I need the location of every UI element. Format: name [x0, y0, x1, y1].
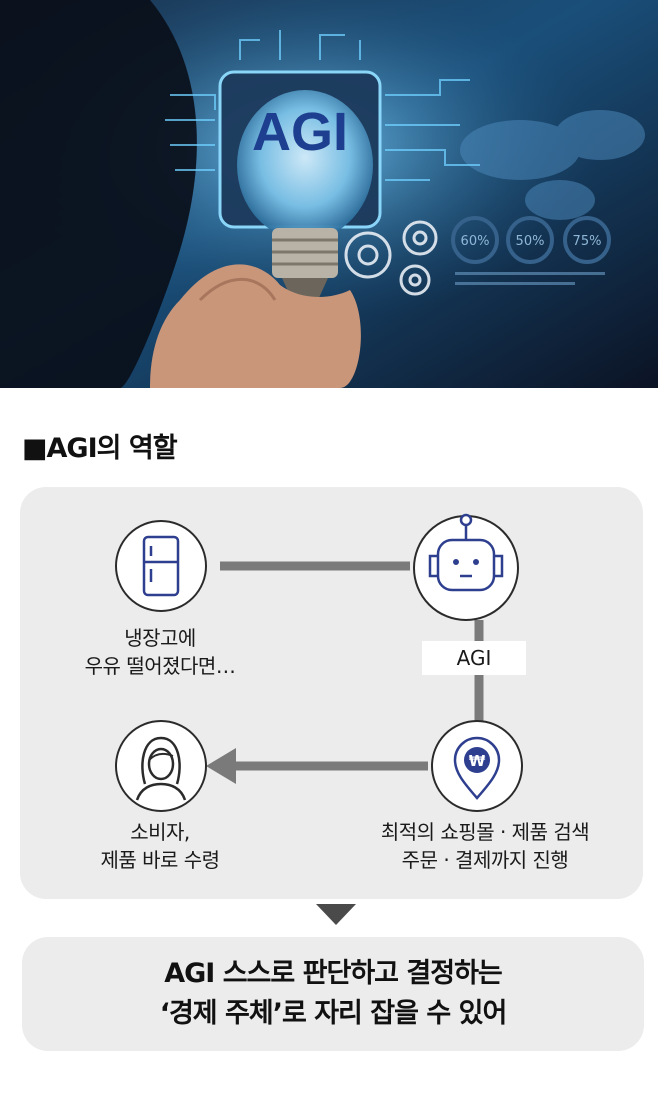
fridge-label-line1: 냉장고에 [124, 626, 196, 650]
hero-image: AGI 60% 50% 75% [0, 0, 658, 388]
woman-icon [135, 736, 187, 801]
arrowhead-to-consumer [206, 748, 236, 784]
gauge-1-text: 60% [461, 234, 490, 249]
section-title: ■AGI의 역할 [22, 433, 178, 464]
robot-node [410, 510, 522, 622]
agi-lightbulb-illustration: AGI 60% 50% 75% [0, 0, 658, 388]
chip-text: AGI [252, 102, 348, 162]
agi-tag: AGI [422, 641, 526, 675]
payment-node: ₩ [431, 720, 523, 812]
conclusion-box: AGI 스스로 판단하고 결정하는 ‘경제 주체’로 자리 잡을 수 있어 [22, 937, 644, 1051]
payment-label-line1: 최적의 쇼핑몰 · 제품 검색 [380, 820, 590, 844]
fridge-node [115, 520, 207, 612]
conclusion-line2: ‘경제 주체’로 자리 잡을 수 있어 [159, 998, 508, 1029]
robot-icon [413, 513, 519, 621]
down-arrow [316, 904, 356, 925]
svg-text:₩: ₩ [469, 752, 486, 770]
fridge-label: 냉장고에 우유 떨어졌다면… [60, 624, 260, 680]
won-location-pin-icon: ₩ [453, 736, 501, 800]
payment-label-line2: 주문 · 결제까지 진행 [401, 848, 569, 872]
payment-label: 최적의 쇼핑몰 · 제품 검색 주문 · 결제까지 진행 [330, 818, 640, 874]
gauge-2-text: 50% [516, 234, 545, 249]
gauge-3-text: 75% [573, 234, 602, 249]
consumer-label-line1: 소비자, [130, 820, 190, 844]
consumer-label: 소비자, 제품 바로 수령 [60, 818, 260, 874]
consumer-node [115, 720, 207, 812]
conclusion-line1: AGI 스스로 판단하고 결정하는 [164, 958, 503, 989]
fridge-label-line2: 우유 떨어졌다면… [84, 654, 236, 678]
consumer-label-line2: 제품 바로 수령 [100, 848, 220, 872]
refrigerator-icon [142, 535, 180, 597]
